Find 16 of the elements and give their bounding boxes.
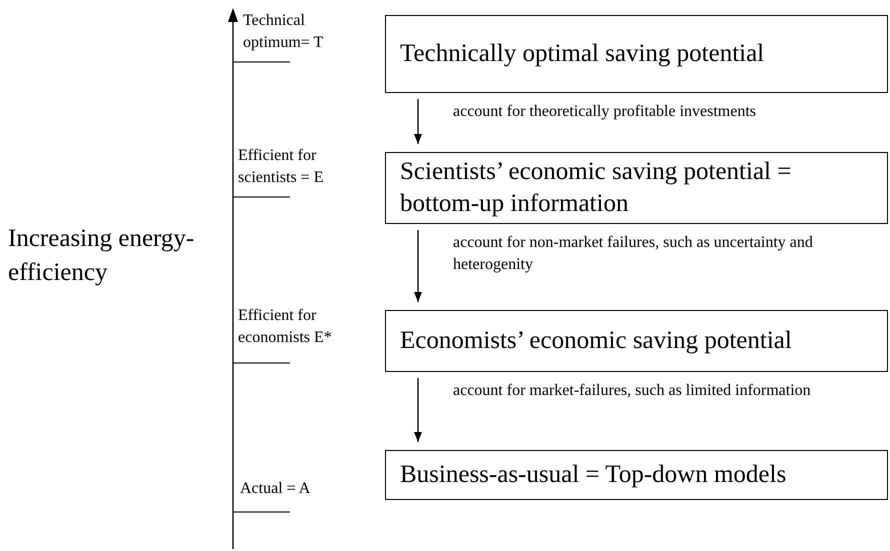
box-text: Business-as-usual = Top-down models	[400, 460, 786, 490]
level-label: Efficient for economists E*	[238, 306, 333, 348]
arrow	[414, 230, 422, 302]
level-label: Increasing energy-efficiency	[8, 224, 196, 288]
level-box	[385, 15, 888, 93]
arrow	[414, 99, 422, 144]
level-box	[385, 310, 888, 372]
level-label: Efficient for scientists = E	[238, 146, 324, 188]
arrow	[414, 378, 422, 442]
box-text: Technically optimal saving potential	[400, 38, 764, 69]
box-text: Scientists’ economic saving potential = bottom-up information	[400, 156, 792, 219]
level-box	[385, 450, 888, 500]
level-label: Actual = A	[240, 479, 312, 499]
box-text: Economists’ economic saving potential	[400, 326, 792, 356]
level-box	[385, 152, 888, 224]
level-label: Technical optimum= T	[243, 11, 324, 53]
